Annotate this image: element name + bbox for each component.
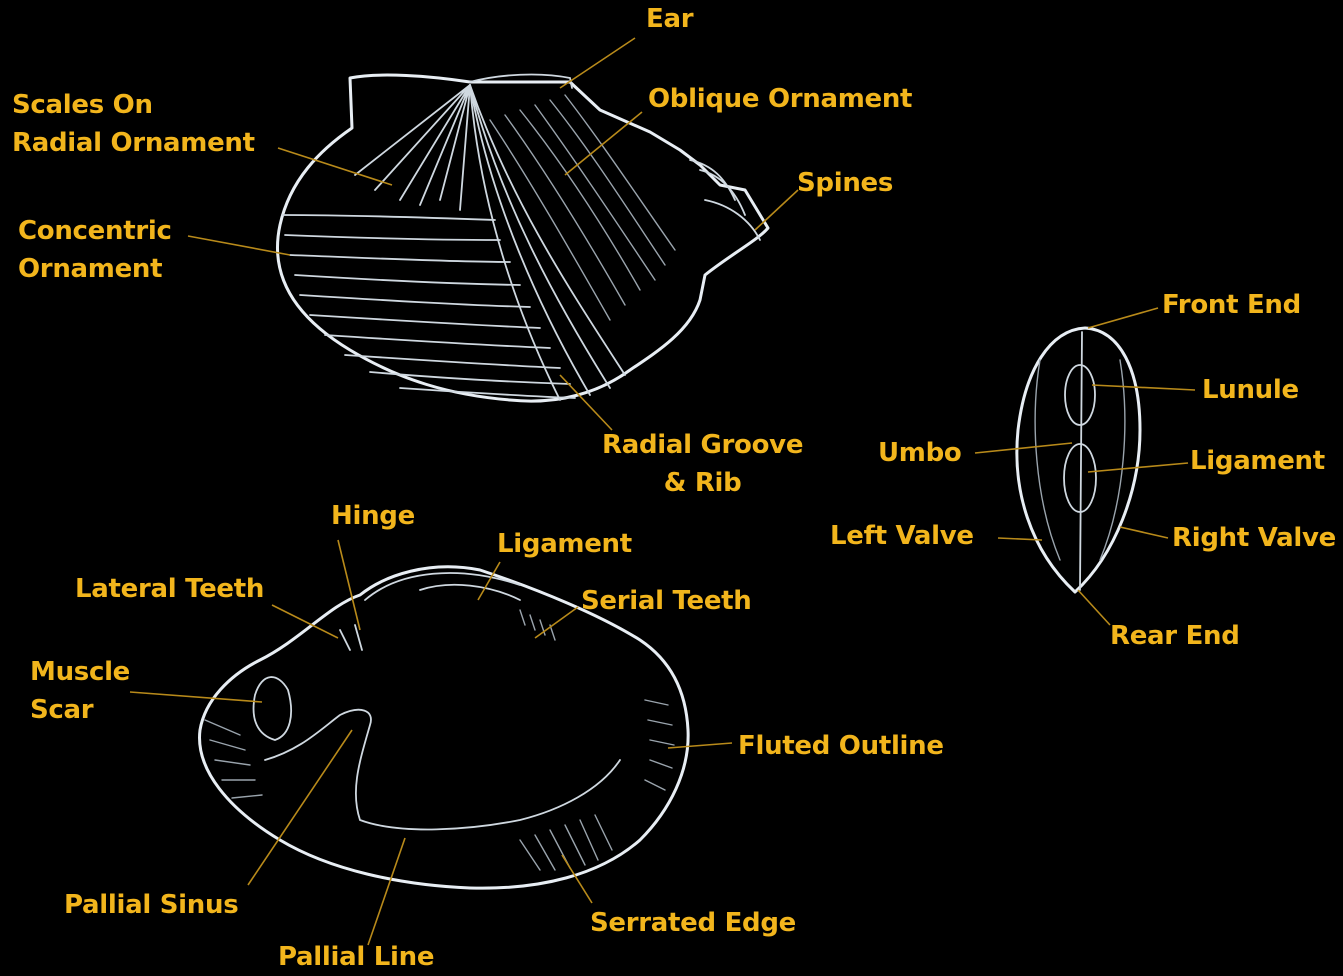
leader-scales bbox=[278, 148, 392, 185]
leader-pallial-line bbox=[368, 838, 405, 945]
label-serrated-edge: Serrated Edge bbox=[590, 904, 796, 942]
label-muscle-line2: Scar bbox=[30, 691, 130, 729]
label-concentric-line2: Ornament bbox=[18, 250, 172, 288]
label-muscle-scar: Muscle Scar bbox=[30, 653, 130, 729]
label-right-valve: Right Valve bbox=[1172, 519, 1336, 557]
leader-fluted bbox=[668, 743, 732, 748]
label-front-end: Front End bbox=[1162, 286, 1301, 324]
leader-hinge bbox=[338, 540, 360, 630]
leader-umbo bbox=[975, 443, 1072, 453]
label-pallial-sinus: Pallial Sinus bbox=[64, 886, 238, 924]
leader-rear-end bbox=[1078, 590, 1110, 625]
label-scales-line1: Scales On bbox=[12, 86, 255, 124]
label-serial-teeth: Serial Teeth bbox=[581, 582, 752, 620]
label-rear-end: Rear End bbox=[1110, 617, 1240, 655]
label-lunule: Lunule bbox=[1202, 371, 1299, 409]
label-muscle-line1: Muscle bbox=[30, 653, 130, 691]
label-ligament-dorsal: Ligament bbox=[1190, 442, 1325, 480]
exterior-shell bbox=[277, 75, 768, 402]
leader-muscle-scar bbox=[130, 692, 262, 702]
label-scales-on-radial-ornament: Scales On Radial Ornament bbox=[12, 86, 255, 162]
label-scales-line2: Radial Ornament bbox=[12, 124, 255, 162]
leader-lateral-teeth bbox=[272, 605, 338, 638]
leader-right-valve bbox=[1120, 527, 1168, 538]
label-concentric-line1: Concentric bbox=[18, 212, 172, 250]
dorsal-shell bbox=[1017, 328, 1140, 592]
label-fluted-outline: Fluted Outline bbox=[738, 727, 944, 765]
label-radial-line2: & Rib bbox=[602, 464, 803, 502]
label-oblique-ornament: Oblique Ornament bbox=[648, 80, 912, 118]
leader-front-end bbox=[1088, 308, 1158, 328]
label-pallial-line: Pallial Line bbox=[278, 938, 434, 976]
leader-ligament-interior bbox=[478, 562, 500, 600]
leader-lunule bbox=[1092, 385, 1195, 390]
leader-pallial-sinus bbox=[248, 730, 352, 885]
label-spines: Spines bbox=[797, 164, 893, 202]
label-umbo: Umbo bbox=[878, 434, 961, 472]
label-concentric-ornament: Concentric Ornament bbox=[18, 212, 172, 288]
label-ear: Ear bbox=[646, 0, 693, 38]
label-radial-groove-rib: Radial Groove & Rib bbox=[602, 426, 803, 502]
leader-radial bbox=[560, 375, 612, 430]
leader-spines bbox=[755, 190, 798, 230]
leader-ear bbox=[560, 38, 635, 88]
label-ligament-interior: Ligament bbox=[497, 525, 632, 563]
label-hinge: Hinge bbox=[331, 497, 415, 535]
label-lateral-teeth: Lateral Teeth bbox=[75, 570, 264, 608]
leader-oblique bbox=[565, 112, 642, 175]
label-left-valve: Left Valve bbox=[830, 517, 974, 555]
leader-concentric bbox=[188, 236, 290, 255]
label-radial-line1: Radial Groove bbox=[602, 426, 803, 464]
